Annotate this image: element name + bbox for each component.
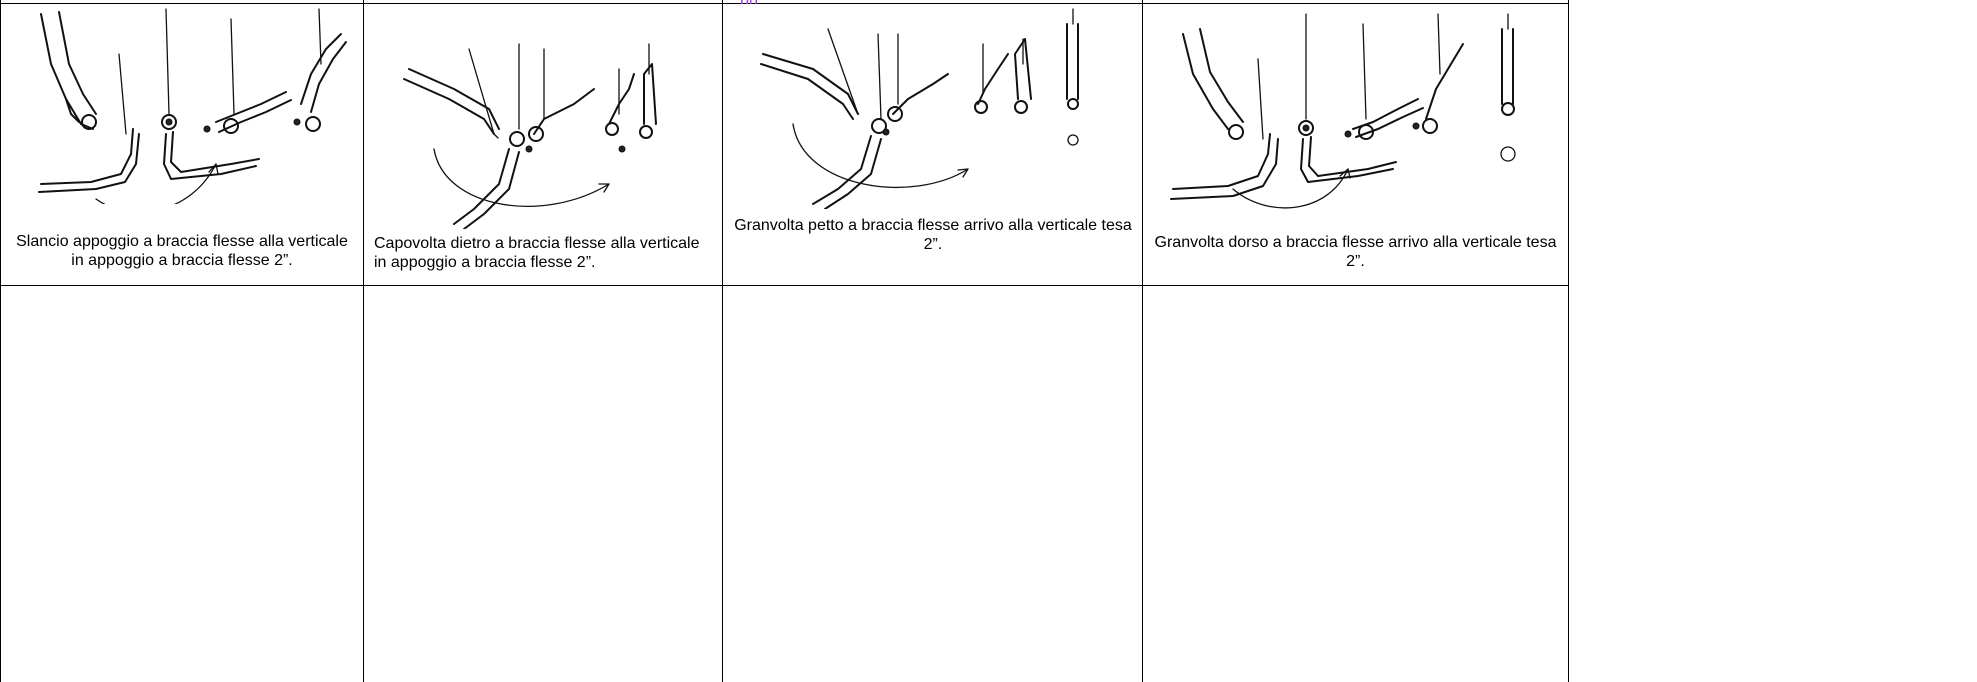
skill-caption-2: Capovolta dietro a braccia flesse alla v… [374,234,714,272]
empty-cell-1 [1,286,363,682]
table-border-right [1568,0,1569,682]
granvolta-petto-figure [753,4,1123,209]
empty-cell-2 [364,286,722,682]
skill-cell-2: Capovolta dietro a braccia flesse alla v… [364,4,722,285]
skill-caption-4: Granvolta dorso a braccia flesse arrivo … [1153,233,1558,271]
skill-caption-1: Slancio appoggio a braccia flesse alla v… [11,232,353,270]
capovolta-dietro-figure [394,34,714,229]
empty-cell-3 [723,286,1142,682]
granvolta-dorso-figure [1168,4,1553,209]
skill-cell-1: Slancio appoggio a braccia flesse alla v… [1,4,363,285]
skill-cell-3: Granvolta petto a braccia flesse arrivo … [723,4,1142,285]
skill-caption-3: Granvolta petto a braccia flesse arrivo … [733,216,1133,254]
empty-cell-4 [1143,286,1568,682]
slancio-appoggio-figure [21,4,351,204]
skill-cell-4: Granvolta dorso a braccia flesse arrivo … [1143,4,1568,285]
